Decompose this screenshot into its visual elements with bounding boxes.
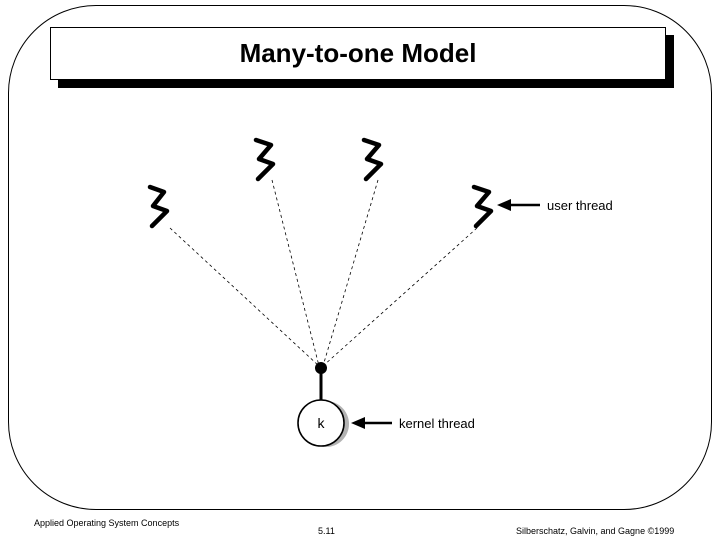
kernel-circle [297, 399, 345, 447]
user-thread-label: user thread [547, 198, 613, 213]
title-plate: Many-to-one Model [50, 27, 666, 80]
footer-copyright: Silberschatz, Galvin, and Gagne ©1999 [516, 526, 675, 536]
page-title: Many-to-one Model [239, 38, 477, 68]
user-thread-icon-1 [147, 184, 170, 229]
kernel-thread-callout: kernel thread [351, 416, 475, 431]
connector-line-4 [322, 227, 478, 367]
connector-line-1 [169, 227, 320, 367]
user-thread-arrow-head [497, 199, 511, 211]
user-thread-icon-3 [361, 137, 384, 182]
footer-page-number: 5.11 [318, 526, 335, 536]
user-thread-icon-2 [253, 137, 276, 182]
user-thread-icon-4 [471, 184, 494, 229]
user-thread-callout: user thread [497, 198, 613, 213]
kernel-thread-label: kernel thread [399, 416, 475, 431]
thread-connectors [169, 179, 478, 367]
connector-line-2 [271, 179, 320, 367]
footer-book-title: Applied Operating System Concepts [34, 518, 180, 528]
connector-line-3 [322, 179, 379, 367]
user-thread-glyphs [147, 137, 494, 229]
kernel-node-letter: k [318, 415, 326, 431]
slide-footer: Applied Operating System Concepts 5.11 S… [0, 512, 720, 540]
slide-rounded-border [8, 5, 712, 510]
kernel-thread-arrow-head [351, 417, 365, 429]
